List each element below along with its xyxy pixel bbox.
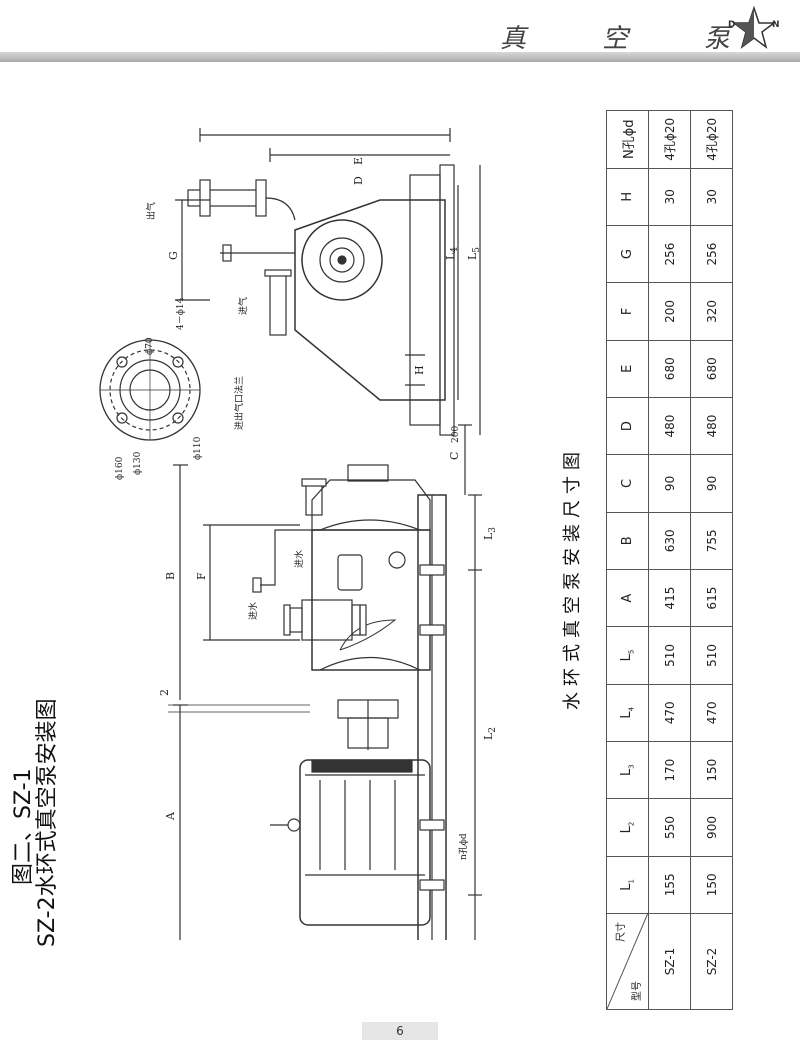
column-header-h: H xyxy=(606,168,649,226)
label-d160: ϕ160 xyxy=(115,456,125,480)
label-gas-in: 进气 xyxy=(237,297,249,315)
table-caption: 水环式真空泵安装尺寸图 xyxy=(562,446,583,710)
table-cell: 480 xyxy=(648,397,691,455)
table-cell: 510 xyxy=(648,626,691,685)
table-header-row: 尺寸 型号 L1 L2 L3 L4 L5 A B C D E F G H N孔ϕ… xyxy=(606,110,649,1010)
column-header-l3: L3 xyxy=(606,741,649,799)
figure-title-line1: 图二、SZ-1 xyxy=(11,768,36,885)
dimensions-table-wrapper: 尺寸 型号 L1 L2 L3 L4 L5 A B C D E F G H N孔ϕ… xyxy=(606,110,733,1010)
table-cell: 320 xyxy=(690,282,733,341)
header-title: 真 空 泵 xyxy=(500,18,730,54)
table-cell-model: SZ-2 xyxy=(690,913,733,1010)
label-d130: ϕ130 xyxy=(133,451,143,475)
column-header-c: C xyxy=(606,454,649,513)
label-d70: ϕ70 xyxy=(145,337,155,355)
label-b: B xyxy=(164,572,177,580)
column-header-d: D xyxy=(606,397,649,455)
header-title-char-2: 空 xyxy=(601,23,628,54)
table-cell: 470 xyxy=(690,684,733,742)
header-title-char-3: 泵 xyxy=(703,23,730,54)
table-cell: 90 xyxy=(690,454,733,513)
column-header-n-holes: N孔ϕd xyxy=(606,110,649,169)
table-cell: 470 xyxy=(648,684,691,742)
label-f: F xyxy=(195,572,208,580)
figure-title: 图二、SZ-1 SZ-2水环式真空泵安装图 xyxy=(11,647,72,947)
label-water-in-small: 进水 xyxy=(247,602,259,620)
table-cell: 615 xyxy=(690,569,733,627)
label-d: D xyxy=(352,176,365,185)
label-g: G xyxy=(167,251,180,260)
table-row: SZ-1 155 550 170 470 510 415 630 90 480 … xyxy=(648,110,691,1010)
label-l4: L4 xyxy=(444,247,460,260)
table-cell: 550 xyxy=(648,798,691,857)
header-band xyxy=(0,52,800,62)
label-water-in: 进水 xyxy=(293,550,305,568)
table-row: SZ-2 150 900 150 470 510 615 755 90 480 … xyxy=(690,110,733,1010)
pump-installation-drawing: A B F C 200 2 L3 L2 L1 n孔ϕd 进水 进水 E D G … xyxy=(99,128,498,940)
table-cell: 155 xyxy=(648,856,691,914)
label-d110: ϕ110 xyxy=(193,436,203,460)
table-cell: 900 xyxy=(690,798,733,857)
label-l2: L2 xyxy=(482,727,498,740)
table-cell: 480 xyxy=(690,397,733,455)
label-l5: L5 xyxy=(466,247,482,260)
label-d14: 4－ϕ14 xyxy=(176,297,186,330)
column-header-l4: L4 xyxy=(606,684,649,742)
label-c-value: 200 xyxy=(451,426,461,443)
column-header-f: F xyxy=(606,282,649,341)
table-cell: 630 xyxy=(648,512,691,570)
table-cell: 256 xyxy=(648,225,691,283)
label-flange: 进出气口法兰 xyxy=(233,376,245,430)
column-header-g: G xyxy=(606,225,649,283)
page-number: 6 xyxy=(362,1022,438,1040)
table-cell: 30 xyxy=(648,168,691,226)
column-header-b: B xyxy=(606,512,649,570)
table-cell: 150 xyxy=(690,741,733,799)
star-logo-icon: D N xyxy=(728,5,780,50)
label-two: 2 xyxy=(158,689,171,696)
table-cell: 90 xyxy=(648,454,691,513)
column-header-e: E xyxy=(606,340,649,398)
label-c: C xyxy=(448,452,461,460)
corner-size-label: 尺寸 xyxy=(616,922,627,942)
logo-letter-n: N xyxy=(772,20,780,30)
table-cell: 150 xyxy=(690,856,733,914)
figure-title-line2: SZ-2水环式真空泵安装图 xyxy=(35,698,61,947)
label-a: A xyxy=(164,811,177,821)
dimensions-table: 尺寸 型号 L1 L2 L3 L4 L5 A B C D E F G H N孔ϕ… xyxy=(606,110,733,1010)
table-cell: 680 xyxy=(648,340,691,398)
label-h: H xyxy=(413,365,426,375)
label-gas-out: 出气 xyxy=(145,202,157,220)
label-n-holes: n孔ϕd xyxy=(458,833,469,860)
corner-model-label: 型号 xyxy=(632,981,643,1001)
label-e: E xyxy=(352,157,365,165)
column-header-l5: L5 xyxy=(606,626,649,685)
table-cell: 510 xyxy=(690,626,733,685)
table-cell: 200 xyxy=(648,282,691,341)
column-header-l2: L2 xyxy=(606,798,649,857)
column-header-l1: L1 xyxy=(606,856,649,914)
label-l3: L3 xyxy=(482,527,498,540)
table-cell: 415 xyxy=(648,569,691,627)
table-cell: 680 xyxy=(690,340,733,398)
table-cell: 4孔ϕ20 xyxy=(690,110,733,169)
table-cell: 755 xyxy=(690,512,733,570)
table-cell: 4孔ϕ20 xyxy=(648,110,691,169)
table-cell: 170 xyxy=(648,741,691,799)
table-cell-model: SZ-1 xyxy=(648,913,691,1010)
table-cell: 256 xyxy=(690,225,733,283)
column-header-a: A xyxy=(606,569,649,627)
header-title-char-1: 真 xyxy=(500,23,527,54)
table-corner-cell: 尺寸 型号 xyxy=(606,913,649,1010)
table-cell: 30 xyxy=(690,168,733,226)
logo-letter-d: D xyxy=(728,20,736,30)
